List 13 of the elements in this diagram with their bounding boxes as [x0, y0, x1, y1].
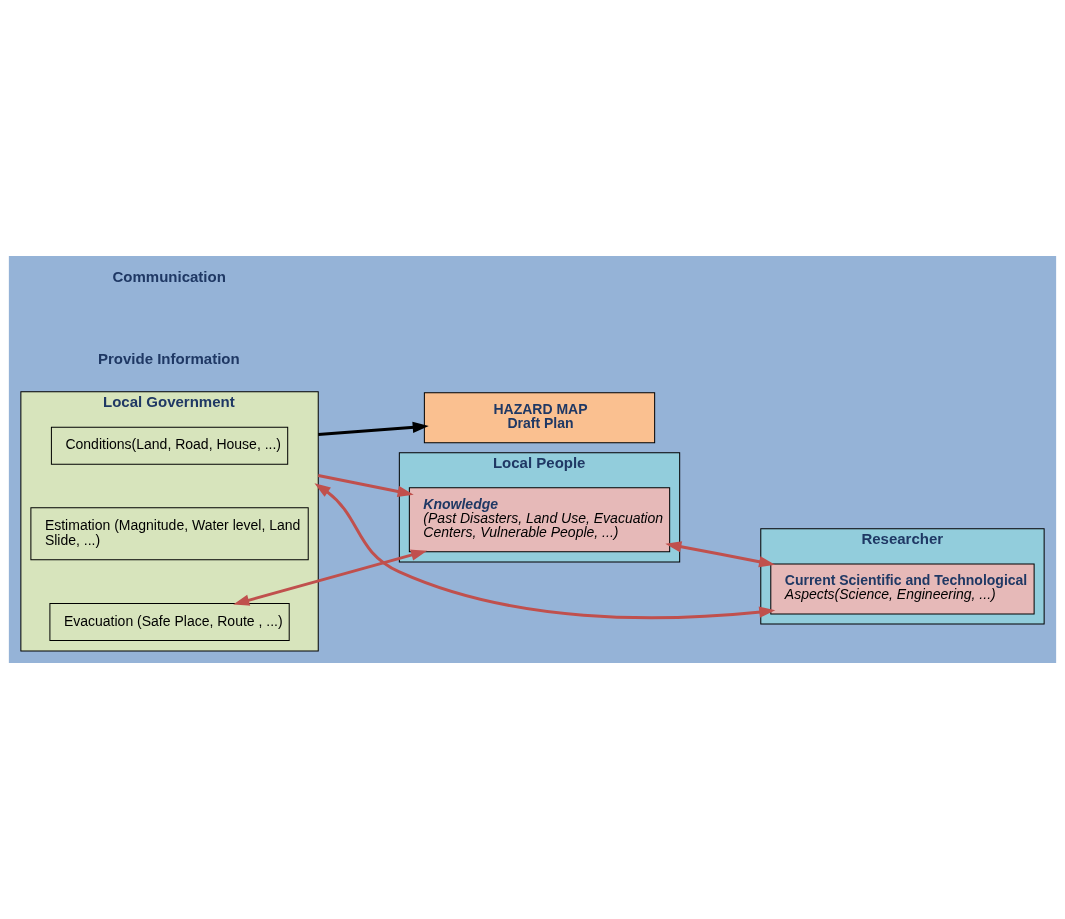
node-box: Estimation (Magnitude, Water level, Land Slide, ...) — [30, 507, 309, 561]
arrow — [233, 549, 428, 606]
arrow — [318, 421, 429, 436]
node-box: Current Scientific and Technological Aspects(Science, Engineering, ...) — [770, 563, 1035, 615]
label: Communication — [112, 268, 226, 286]
arrow — [314, 483, 776, 620]
node-box: HAZARD MAP Draft Plan — [423, 392, 656, 444]
arrow — [665, 541, 776, 568]
label: Provide Information — [97, 350, 240, 368]
arrow — [317, 474, 414, 498]
node-box: Conditions(Land, Road, House, ...) — [50, 426, 289, 465]
node-box: Evacuation (Safe Place, Route , ...) — [49, 602, 290, 641]
node-box: Knowledge (Past Disasters, Land Use, Evacuation Centers, Vulnerable People, ...) — [408, 487, 671, 553]
